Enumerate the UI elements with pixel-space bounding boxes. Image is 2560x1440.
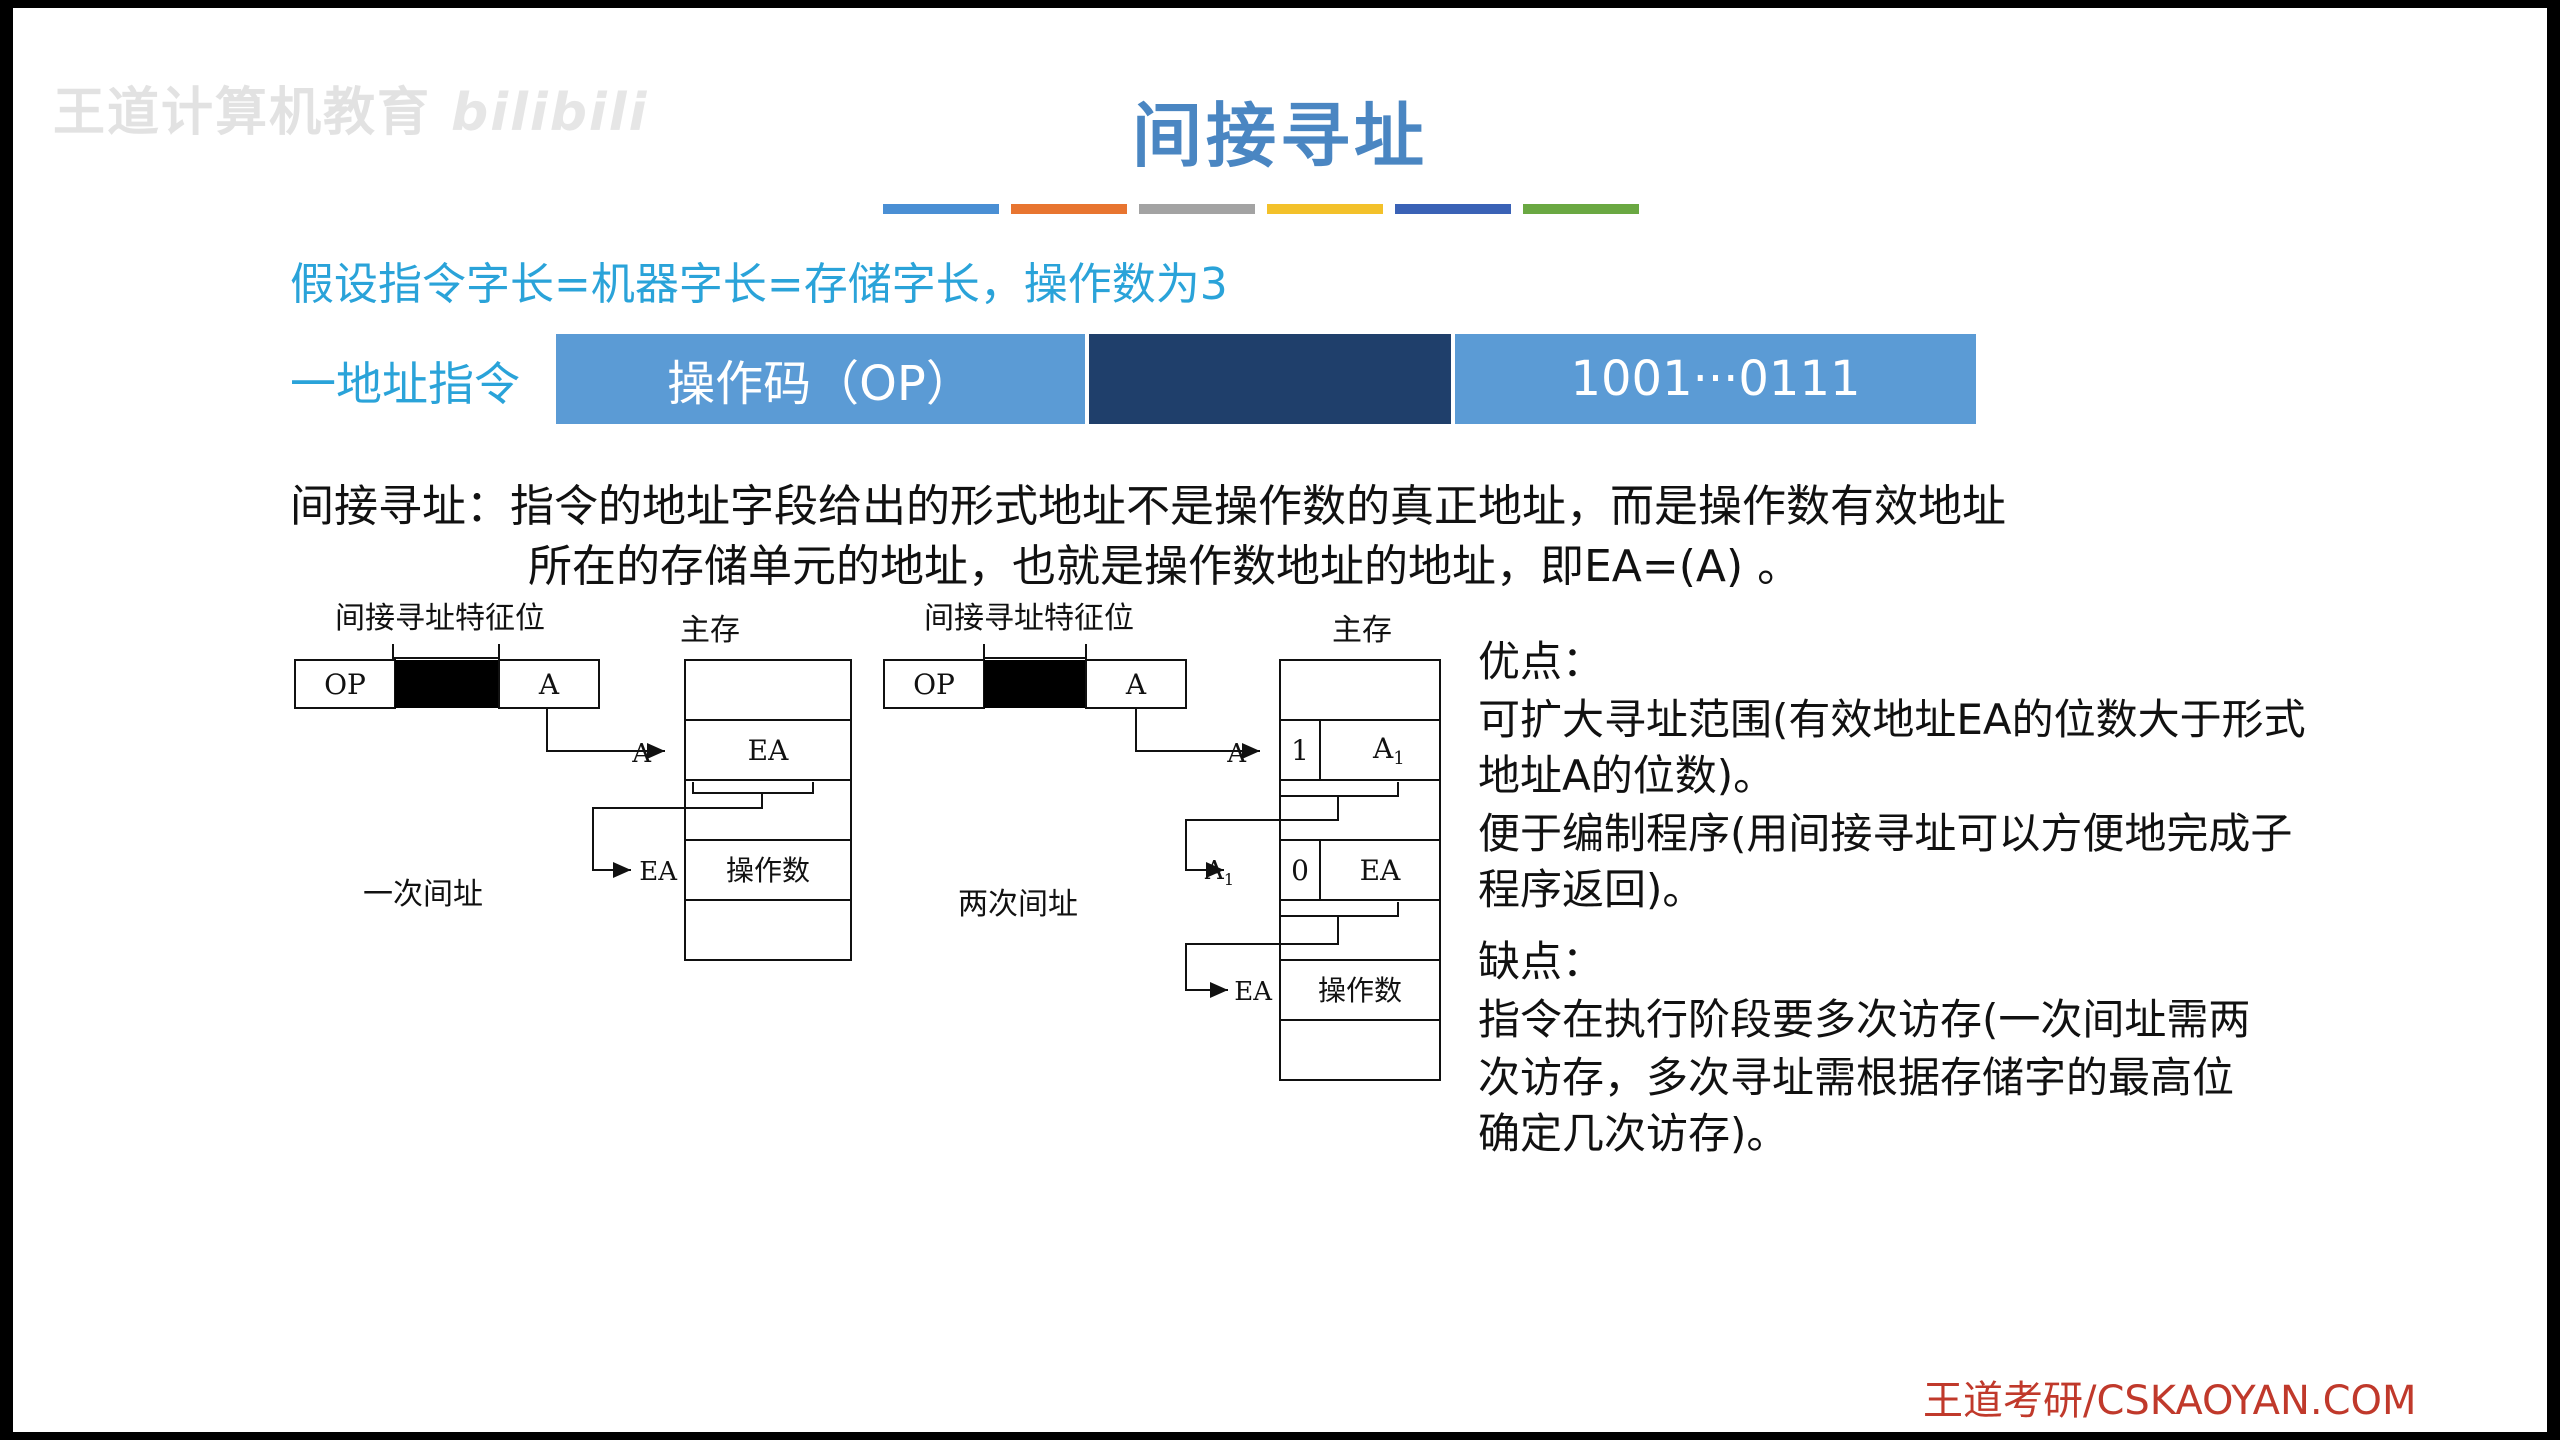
color-bar-yellow (1267, 204, 1383, 214)
footer-brand: 王道考研/CSKAOYAN.COM (1923, 1378, 2417, 1424)
feature-bit-bracket (392, 644, 500, 659)
memory-cell (1279, 1019, 1441, 1081)
memory-operand-text: 操作数 (726, 854, 810, 887)
arrow-ea-label: EA (639, 857, 678, 887)
arrow-a-label: A (1226, 739, 1247, 769)
op-text: OP (913, 668, 955, 701)
diagram-caption: 两次间址 (958, 887, 1078, 922)
memory-cell-operand (1279, 959, 1441, 1021)
pros-heading: 优点： (1478, 637, 1605, 686)
feature-bit-label: 间接寻址特征位 (924, 601, 1134, 636)
bilibili-logo: bilibili (451, 83, 649, 143)
instruction-format-label: 一地址指令 (290, 357, 520, 411)
indirect-bit-cell (395, 660, 499, 708)
one-level-indirect-diagram: 间接寻址特征位 OP A 主存 EA 操作数 A EA 一次间址 (294, 601, 852, 961)
addr-text: A (538, 668, 560, 701)
bit-one-text: 1 (1291, 734, 1309, 767)
pro1-line2: 地址A的位数)。 (1478, 751, 1776, 800)
bit-zero-text: 0 (1291, 854, 1309, 887)
slide-title: 间接寻址 (1132, 95, 1428, 177)
arrow-ea-label: EA (1234, 977, 1273, 1007)
color-bar-navy (1395, 204, 1511, 214)
arrow-to-a1 (1185, 782, 1399, 870)
two-level-indirect-diagram: 间接寻址特征位 OP A 主存 1 A1 0 EA 操作数 A A1 EA 两次… (883, 601, 1441, 1081)
feature-bit-bracket (983, 644, 1087, 659)
slide: 王道计算机教育 bilibili 间接寻址 假设指令字长=机器字长=存储字长，操作… (13, 8, 2547, 1432)
pro2-line1: 便于编制程序(用间接寻址可以方便地完成子 (1478, 809, 2293, 858)
assumption-text: 假设指令字长=机器字长=存储字长，操作数为3 (290, 259, 1228, 310)
watermark-text: 王道计算机教育 (53, 83, 432, 143)
memory-cell (1279, 779, 1441, 841)
con1-line1: 指令在执行阶段要多次访存(一次间址需两 (1478, 995, 2251, 1044)
op-cell (294, 659, 396, 709)
pro2-line2: 程序返回)。 (1478, 865, 1705, 914)
memory-cell-ea (684, 719, 852, 781)
diagram-caption: 一次间址 (363, 877, 483, 912)
feature-bit-label: 间接寻址特征位 (335, 601, 545, 636)
definition-line-2: 所在的存储单元的地址，也就是操作数地址的地址，即EA=(A) 。 (528, 541, 1802, 592)
arrow-to-ea (592, 782, 814, 870)
memory-a1-text: A1 (1372, 732, 1405, 769)
op-field-box: 操作码（OP） (556, 334, 1085, 424)
address-field-box: 1001···0111 (1455, 334, 1976, 424)
memory-operand-text: 操作数 (1318, 974, 1402, 1007)
memory-cell-a1 (1279, 719, 1441, 781)
con1-line3: 确定几次访存)。 (1478, 1109, 1789, 1158)
definition-line-1: 间接寻址：指令的地址字段给出的形式地址不是操作数的真正地址，而是操作数有效地址 (290, 481, 2006, 532)
arrow-a1-label: A1 (1204, 856, 1234, 889)
cons-heading: 缺点： (1478, 937, 1605, 986)
memory-label: 主存 (680, 613, 740, 648)
color-bar-orange (1011, 204, 1127, 214)
memory-ea-text: EA (1360, 854, 1401, 887)
memory-cell (1279, 899, 1441, 961)
indirect-bit-box (1089, 334, 1451, 424)
color-bar-blue (883, 204, 999, 214)
op-cell (883, 659, 985, 709)
memory-cell-operand (684, 839, 852, 901)
memory-label: 主存 (1332, 613, 1392, 648)
arrow-to-a (1135, 708, 1260, 759)
memory-cell (684, 659, 852, 721)
con1-line2: 次访存，多次寻址需根据存储字的最高位 (1478, 1053, 2235, 1102)
color-bar-gray (1139, 204, 1255, 214)
arrow-to-a (546, 708, 665, 759)
color-bar-green (1523, 204, 1639, 214)
arrow-a-label: A (631, 739, 652, 769)
watermark: 王道计算机教育 bilibili (53, 70, 648, 145)
addr-cell (498, 659, 600, 709)
indirect-bit-cell (984, 660, 1086, 708)
addr-text: A (1125, 668, 1147, 701)
memory-cell (684, 899, 852, 961)
memory-ea-text: EA (748, 734, 789, 767)
memory-cell-ea (1279, 839, 1441, 901)
memory-cell (1279, 659, 1441, 721)
arrow-to-ea (1185, 902, 1399, 990)
pro1-line1: 可扩大寻址范围(有效地址EA的位数大于形式 (1478, 695, 2306, 744)
op-text: OP (324, 668, 366, 701)
memory-cell (684, 779, 852, 841)
